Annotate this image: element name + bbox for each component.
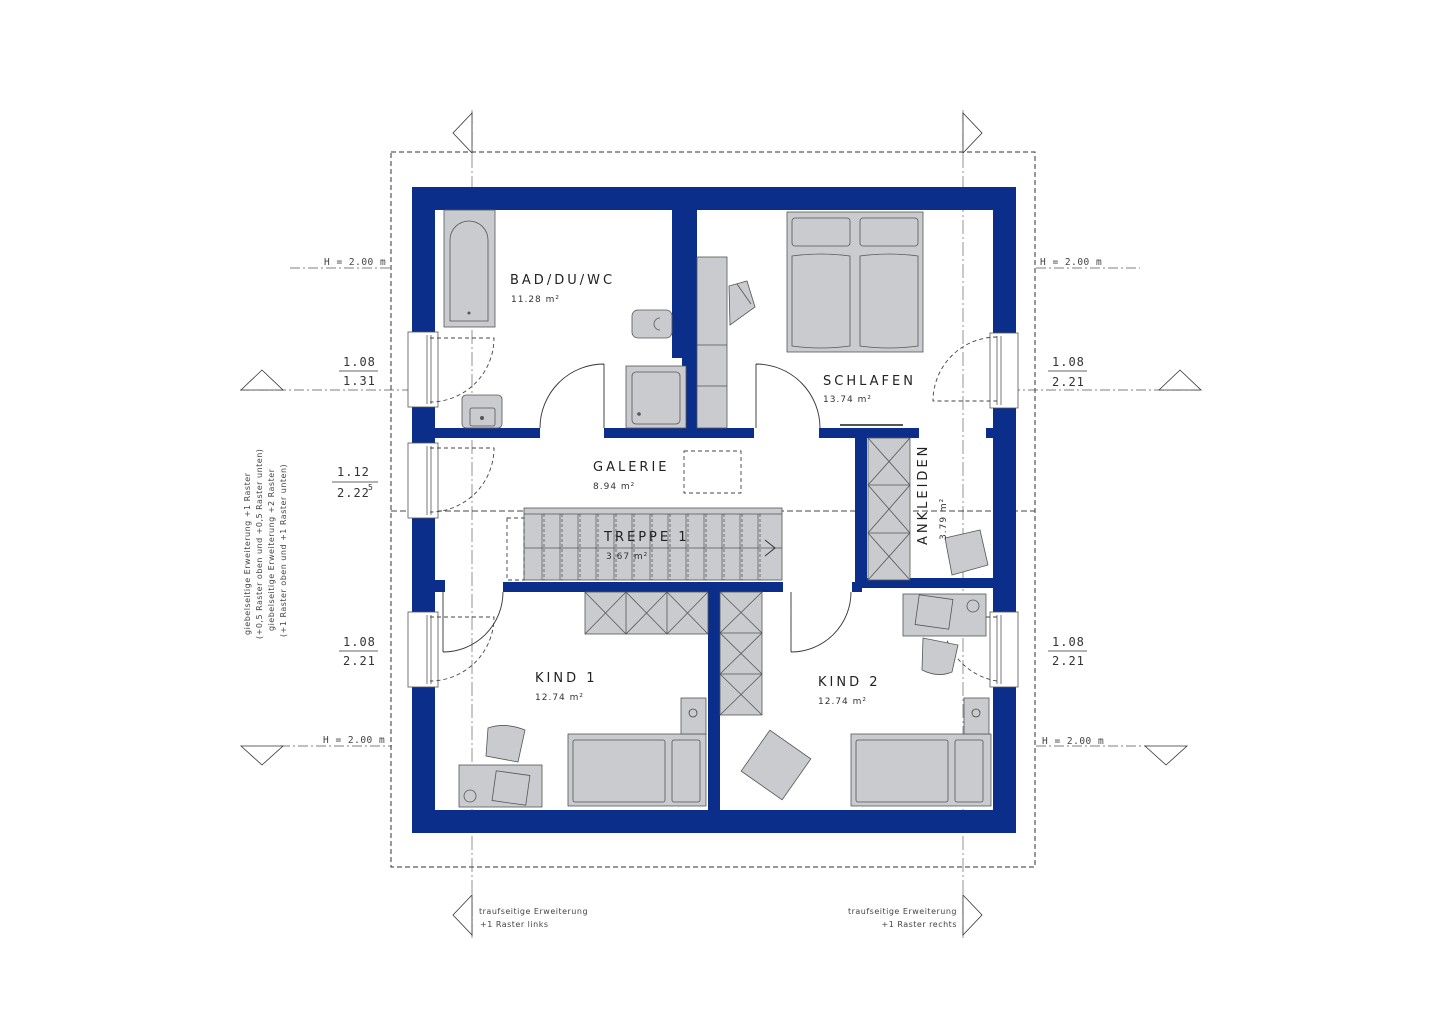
svg-text:traufseitige Erweiterung: traufseitige Erweiterung bbox=[848, 907, 957, 916]
armchair bbox=[944, 529, 989, 576]
svg-text:+1 Raster rechts: +1 Raster rechts bbox=[882, 920, 958, 929]
svg-text:2.22: 2.22 bbox=[337, 486, 370, 500]
gable-extension-note: giebelseitige Erweiterung +1 Raster (+0,… bbox=[243, 449, 288, 639]
armchair bbox=[740, 729, 812, 801]
single-bed bbox=[567, 697, 707, 807]
svg-text:+1 Raster links: +1 Raster links bbox=[480, 920, 549, 929]
level-triangle-icon bbox=[239, 369, 1202, 766]
svg-text:giebelseitige Erweiterung +2 R: giebelseitige Erweiterung +2 Raster bbox=[267, 468, 276, 631]
staircase bbox=[506, 507, 783, 581]
svg-text:1.08: 1.08 bbox=[343, 635, 376, 649]
room-name-galerie: GALERIE bbox=[593, 460, 670, 475]
svg-text:2.21: 2.21 bbox=[1052, 375, 1085, 389]
height-labels: H = 2.00 m H = 2.00 m H = 2.00 m H = 2.0… bbox=[323, 257, 1104, 747]
desk bbox=[902, 593, 987, 675]
svg-text:traufseitige Erweiterung: traufseitige Erweiterung bbox=[479, 907, 588, 916]
stair-arrow-icon bbox=[764, 539, 776, 557]
svg-text:H = 2.00 m: H = 2.00 m bbox=[1040, 257, 1102, 268]
double-bed bbox=[786, 211, 924, 353]
room-area-kind2: 12.74 m² bbox=[818, 697, 867, 707]
section-marker-icon bbox=[452, 893, 983, 937]
room-area-ankleiden: 3.79 m² bbox=[939, 498, 949, 540]
room-area-galerie: 8.94 m² bbox=[593, 482, 635, 492]
armchair bbox=[728, 280, 756, 326]
room-area-kind1: 12.74 m² bbox=[535, 693, 584, 703]
single-bed bbox=[850, 697, 992, 807]
wardrobe bbox=[584, 591, 709, 635]
socket-icon bbox=[688, 708, 698, 718]
extension-outline bbox=[390, 151, 1036, 868]
svg-text:1.08: 1.08 bbox=[343, 355, 376, 369]
room-name-treppe: TREPPE 1 bbox=[603, 530, 689, 545]
svg-text:1.12: 1.12 bbox=[337, 465, 370, 479]
svg-text:2.21: 2.21 bbox=[343, 654, 376, 668]
doors bbox=[442, 363, 903, 653]
svg-text:giebelseitige Erweiterung +1 R: giebelseitige Erweiterung +1 Raster bbox=[243, 472, 252, 635]
shower-tray bbox=[625, 365, 687, 429]
svg-text:1.08: 1.08 bbox=[1052, 635, 1085, 649]
room-name-bad: BAD/DU/WC bbox=[510, 273, 615, 288]
toilet bbox=[631, 309, 673, 339]
room-name-kind1: KIND 1 bbox=[535, 671, 598, 686]
socket-icon bbox=[971, 708, 981, 718]
room-area-bad: 11.28 m² bbox=[511, 295, 560, 305]
svg-text:H = 2.00 m: H = 2.00 m bbox=[1042, 736, 1104, 747]
eaves-extension-note-right: traufseitige Erweiterung +1 Raster recht… bbox=[848, 907, 957, 929]
desk bbox=[458, 725, 543, 808]
svg-text:1.08: 1.08 bbox=[1052, 355, 1085, 369]
svg-text:H = 2.00 m: H = 2.00 m bbox=[324, 257, 386, 268]
room-area-schlafen: 13.74 m² bbox=[823, 395, 872, 405]
wardrobe bbox=[719, 591, 763, 716]
room-name-schlafen: SCHLAFEN bbox=[823, 374, 916, 389]
bathtub bbox=[443, 209, 496, 328]
svg-text:1.31: 1.31 bbox=[343, 374, 376, 388]
windows bbox=[407, 331, 1019, 688]
svg-text:5: 5 bbox=[368, 483, 374, 492]
room-name-ankleiden: ANKLEIDEN bbox=[916, 444, 931, 545]
washbasin bbox=[461, 394, 503, 429]
svg-text:(+0,5 Raster oben und +0,5 Ras: (+0,5 Raster oben und +0,5 Raster unten) bbox=[255, 449, 264, 639]
eaves-extension-note-left: traufseitige Erweiterung +1 Raster links bbox=[479, 907, 588, 929]
walk-in-wardrobe bbox=[867, 437, 911, 581]
room-area-treppe: 3.67 m² bbox=[606, 552, 648, 562]
room-name-kind2: KIND 2 bbox=[818, 675, 881, 690]
room-labels: BAD/DU/WC 11.28 m² SCHLAFEN 13.74 m² GAL… bbox=[510, 273, 949, 707]
svg-text:(+1 Raster oben und +1 Raster: (+1 Raster oben und +1 Raster unten) bbox=[279, 464, 288, 637]
svg-text:2.21: 2.21 bbox=[1052, 654, 1085, 668]
wardrobe bbox=[696, 256, 728, 429]
section-marker-icon bbox=[452, 111, 983, 155]
svg-text:H = 2.00 m: H = 2.00 m bbox=[323, 735, 385, 746]
window-dimensions: 1.08 1.31 1.12 2.22 5 1.08 2.21 1.08 2.2… bbox=[332, 355, 1087, 668]
